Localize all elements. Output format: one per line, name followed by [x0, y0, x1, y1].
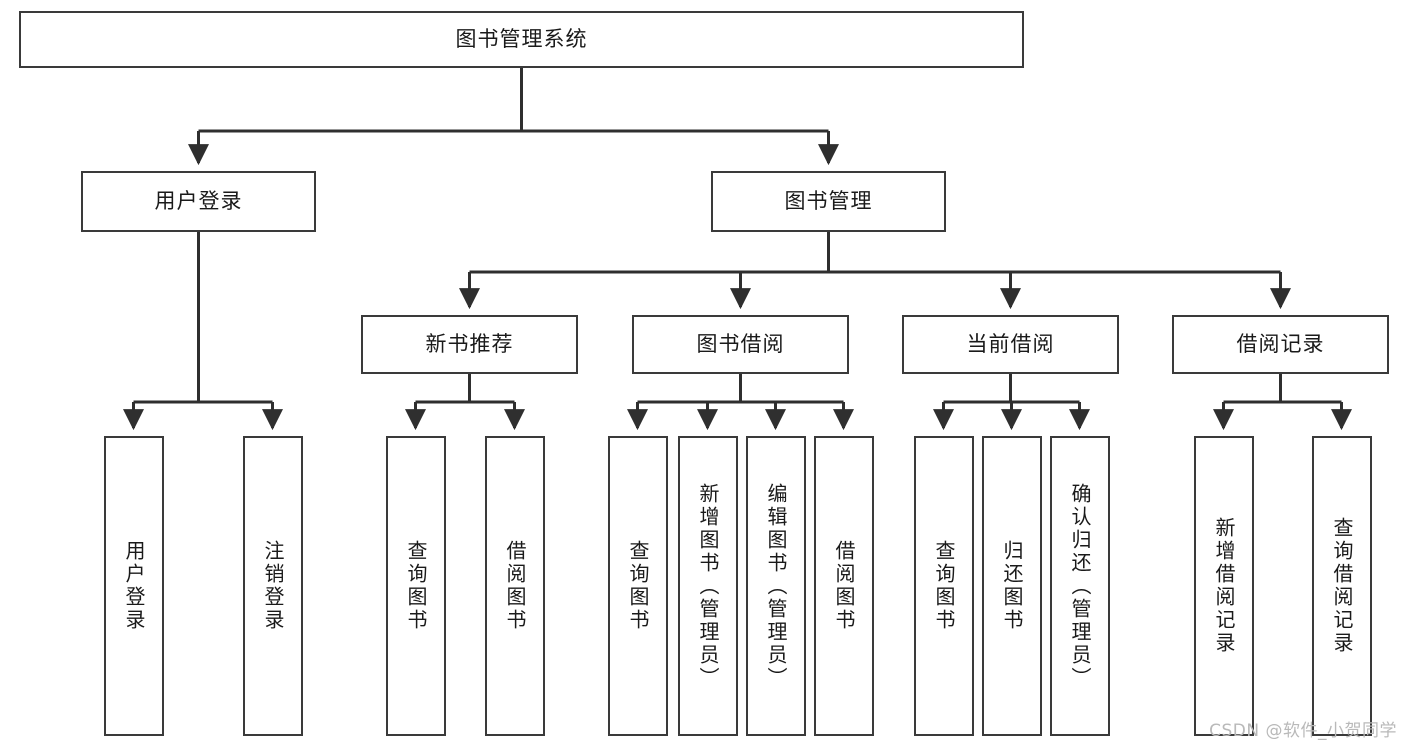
node-book-borrow[interactable]: 图书借阅 [632, 315, 849, 374]
node-leaf-logout-label: 注销登录 [261, 540, 285, 632]
node-leaf-confirm-return[interactable]: 确认归还（管理员） [1050, 436, 1110, 736]
node-borrow-records[interactable]: 借阅记录 [1172, 315, 1389, 374]
node-leaf-confirm-return-label: 确认归还（管理员） [1068, 482, 1092, 690]
node-leaf-add-book[interactable]: 新增图书（管理员） [678, 436, 738, 736]
node-leaf-user-login-label: 用户登录 [122, 540, 146, 632]
node-borrow-records-label: 借阅记录 [1236, 331, 1325, 356]
node-current-borrow-label: 当前借阅 [966, 331, 1055, 356]
node-leaf-return-book[interactable]: 归还图书 [982, 436, 1042, 736]
node-leaf-edit-book-label: 编辑图书（管理员） [764, 482, 788, 690]
node-new-book-recommend[interactable]: 新书推荐 [361, 315, 578, 374]
node-current-borrow[interactable]: 当前借阅 [902, 315, 1119, 374]
node-leaf-add-book-label: 新增图书（管理员） [696, 482, 720, 690]
node-leaf-query-book-1-label: 查询图书 [404, 540, 428, 632]
node-leaf-query-borrow-record-label: 查询借阅记录 [1330, 517, 1354, 655]
node-new-book-recommend-label: 新书推荐 [425, 331, 514, 356]
node-user-login[interactable]: 用户登录 [81, 171, 316, 232]
node-leaf-query-book-2[interactable]: 查询图书 [608, 436, 668, 736]
node-leaf-add-borrow-record[interactable]: 新增借阅记录 [1194, 436, 1254, 736]
node-book-borrow-label: 图书借阅 [696, 331, 785, 356]
node-leaf-borrow-book-2-label: 借阅图书 [832, 540, 856, 632]
node-leaf-edit-book[interactable]: 编辑图书（管理员） [746, 436, 806, 736]
node-leaf-return-book-label: 归还图书 [1000, 540, 1024, 632]
node-leaf-query-book-2-label: 查询图书 [626, 540, 650, 632]
node-leaf-query-book-3[interactable]: 查询图书 [914, 436, 974, 736]
node-leaf-add-borrow-record-label: 新增借阅记录 [1212, 517, 1236, 655]
node-leaf-query-book-1[interactable]: 查询图书 [386, 436, 446, 736]
node-book-management[interactable]: 图书管理 [711, 171, 946, 232]
node-root[interactable]: 图书管理系统 [19, 11, 1024, 68]
node-book-management-label: 图书管理 [784, 188, 873, 213]
node-leaf-logout[interactable]: 注销登录 [243, 436, 303, 736]
node-leaf-query-book-3-label: 查询图书 [932, 540, 956, 632]
node-leaf-query-borrow-record[interactable]: 查询借阅记录 [1312, 436, 1372, 736]
node-root-label: 图书管理系统 [455, 26, 588, 51]
node-leaf-borrow-book-2[interactable]: 借阅图书 [814, 436, 874, 736]
node-leaf-user-login[interactable]: 用户登录 [104, 436, 164, 736]
node-leaf-borrow-book-1[interactable]: 借阅图书 [485, 436, 545, 736]
node-leaf-borrow-book-1-label: 借阅图书 [503, 540, 527, 632]
node-user-login-label: 用户登录 [154, 188, 243, 213]
